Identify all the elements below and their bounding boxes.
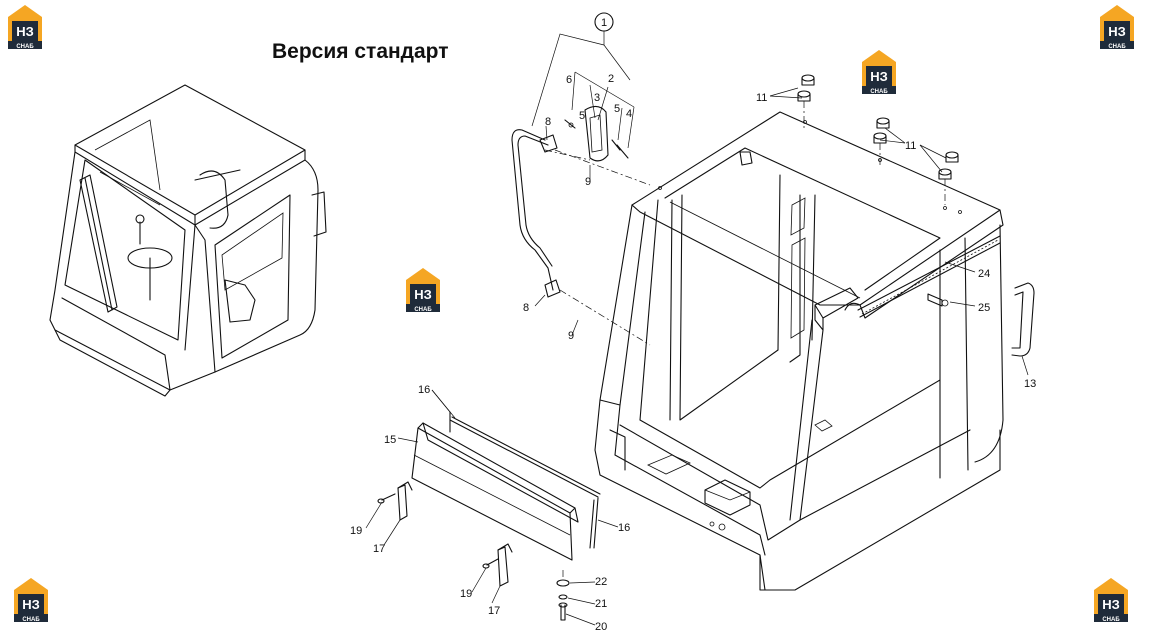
callout-labels: 1 2 3 4 5 5 6 8 8 9 9 11 11 13 15 16 16 … [350, 17, 1036, 633]
grab-rail-assembly [511, 105, 651, 346]
leader-lines [365, 12, 1029, 626]
svg-text:СНАБ: СНАБ [414, 307, 432, 313]
svg-text:СНАБ: СНАБ [870, 89, 888, 95]
logo-center-top: СНАБ [862, 50, 896, 95]
callout-15: 15 [384, 434, 396, 446]
callout-22: 22 [595, 576, 607, 588]
front-panel-assembly [377, 411, 601, 621]
main-cab-frame [594, 111, 1035, 591]
callout-19-right: 19 [460, 588, 472, 600]
callout-16-right: 16 [618, 522, 630, 534]
logo-bottom-right: СНАБ [1094, 578, 1128, 623]
page-title: Версия стандарт [272, 40, 449, 63]
callout-21: 21 [595, 598, 607, 610]
callout-5-left: 5 [579, 110, 585, 122]
callout-17-right: 17 [488, 605, 500, 617]
callout-5-right: 5 [614, 103, 620, 115]
callout-3: 3 [594, 92, 600, 104]
callout-25: 25 [978, 302, 990, 314]
callout-6: 6 [566, 74, 572, 86]
callout-20: 20 [595, 621, 607, 633]
callout-17-left: 17 [373, 543, 385, 555]
callout-24: 24 [978, 268, 990, 280]
callout-8-bottom: 8 [523, 302, 529, 314]
logo-bottom-left: СНАБ [14, 578, 48, 623]
callout-11-left: 11 [756, 92, 767, 104]
logo-top-left: СНАБ [8, 5, 42, 50]
callout-8-top: 8 [545, 116, 551, 128]
assembled-cab-view [49, 84, 327, 397]
callout-4: 4 [626, 108, 632, 120]
callout-19-left: 19 [350, 525, 362, 537]
callout-2: 2 [608, 73, 614, 85]
rubber-mounts [797, 74, 959, 205]
callout-13: 13 [1024, 378, 1036, 390]
logo-top-right: СНАБ [1100, 5, 1134, 50]
callout-9-top: 9 [585, 176, 591, 188]
callout-9-bottom: 9 [568, 330, 574, 342]
callout-11-right: 11 [905, 140, 916, 152]
svg-text:СНАБ: СНАБ [1102, 617, 1120, 623]
svg-text:СНАБ: СНАБ [1108, 44, 1126, 50]
logo-center-left: СНАБ [406, 268, 440, 313]
callout-16-top: 16 [418, 384, 430, 396]
svg-text:СНАБ: СНАБ [22, 617, 40, 623]
callout-1: 1 [601, 17, 607, 29]
svg-text:СНАБ: СНАБ [16, 44, 34, 50]
